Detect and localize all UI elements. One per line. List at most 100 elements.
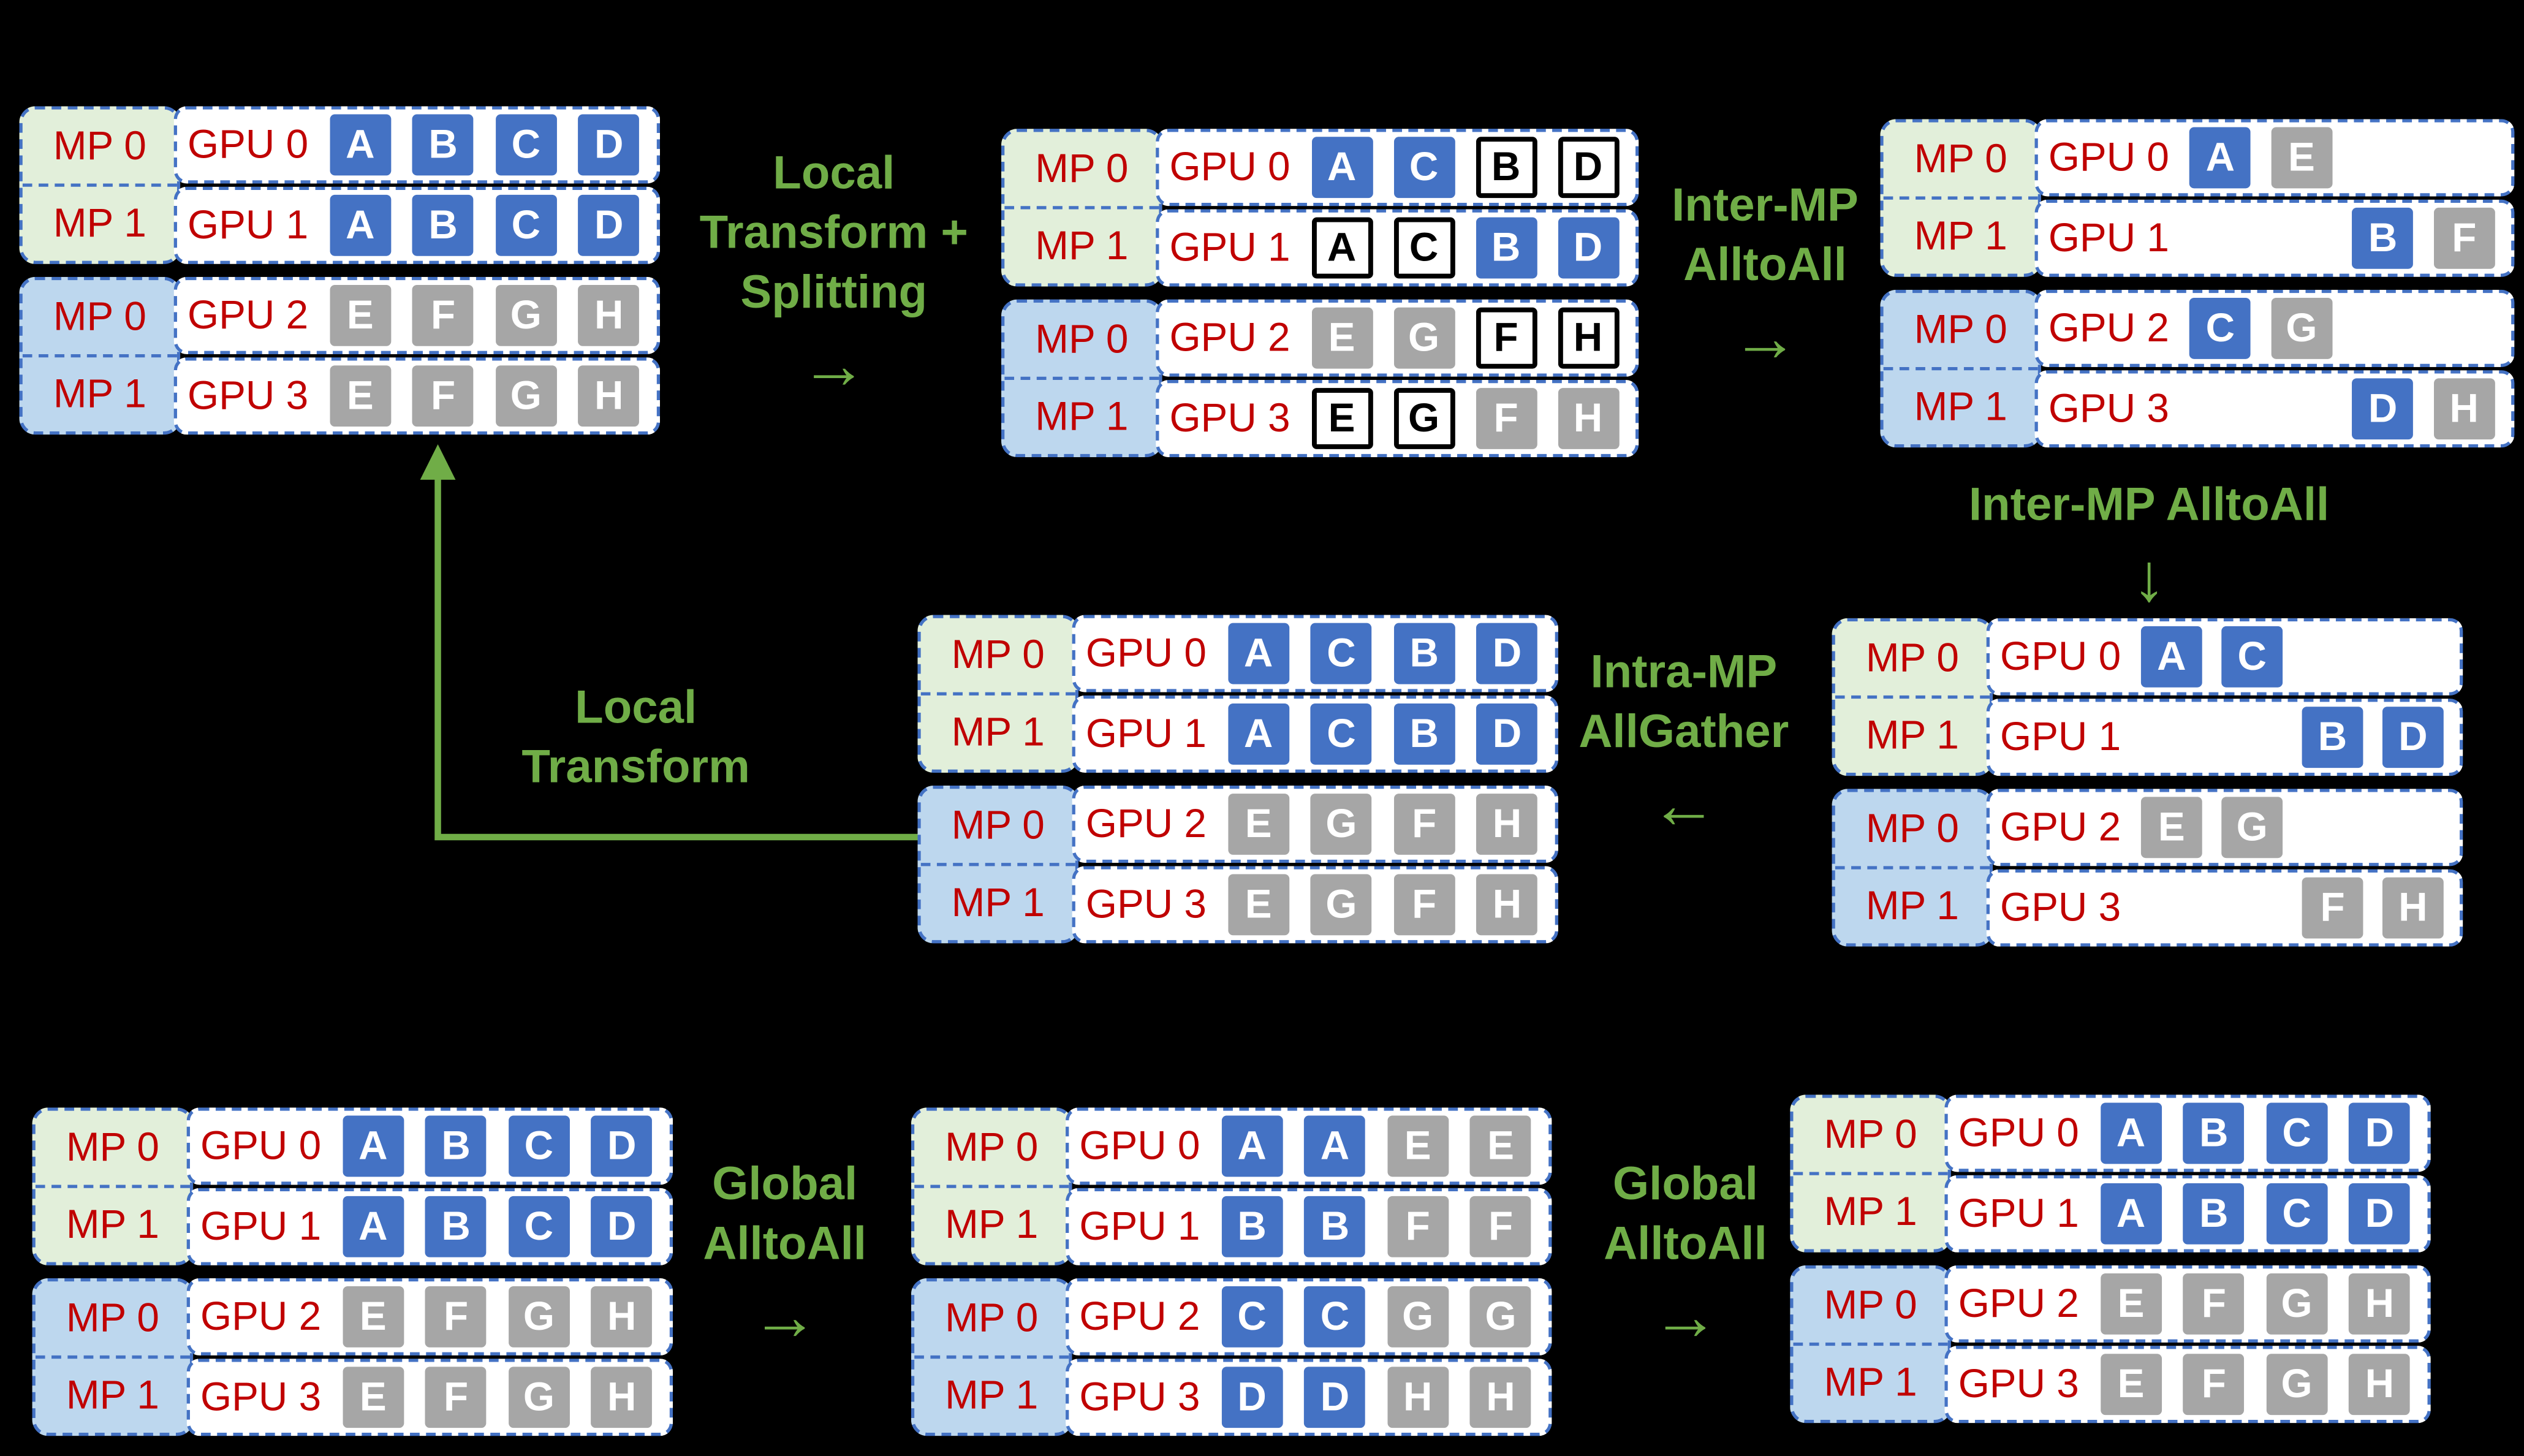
cell-slot: D — [1466, 623, 1548, 684]
data-cell-e: E — [329, 284, 391, 346]
mp-label: MP 1 — [951, 709, 1045, 754]
gpu-label: GPU 1 — [1079, 1203, 1200, 1249]
cell-slot: G — [485, 365, 567, 427]
mp-label: MP 1 — [66, 1202, 159, 1247]
cell-slot: H — [2338, 1354, 2421, 1416]
cell-slot: F — [414, 1286, 497, 1348]
data-cell-b: B — [1475, 217, 1537, 279]
cell-slot: D — [1466, 703, 1548, 765]
inter-mp-alltoall-down-arrow-icon: ↓ — [2132, 539, 2166, 615]
mp-label: MP 1 — [1914, 384, 2007, 430]
gpu-label: GPU 3 — [2000, 884, 2121, 930]
data-cell-g: G — [1393, 388, 1455, 449]
cell-slot: C — [2211, 626, 2292, 688]
cell-slot: E — [319, 365, 401, 427]
cell-slot: B — [2342, 207, 2424, 269]
cell-slot: E — [1217, 794, 1300, 855]
data-cell-g: G — [1387, 1286, 1449, 1348]
cell-slot: C — [1300, 703, 1382, 765]
op-label-text: Splitting — [740, 267, 928, 319]
cell-slot: E — [1217, 874, 1300, 936]
cell-slot: A — [319, 114, 401, 176]
cell-slot: B — [414, 1115, 497, 1177]
data-cell-g: G — [508, 1286, 570, 1348]
cell-slot: F — [2424, 207, 2505, 269]
mp-label: MP 0 — [22, 110, 177, 187]
gpu-label: GPU 2 — [1085, 800, 1207, 846]
cell-slot: B — [401, 194, 484, 256]
op-label-text: Transform — [521, 742, 750, 794]
data-cell-g: G — [1311, 794, 1372, 855]
cell-slot: B — [1465, 137, 1547, 199]
gpu-label: GPU 2 — [2048, 305, 2169, 351]
data-cell-b: B — [2183, 1183, 2245, 1245]
gpu-label: GPU 1 — [2048, 214, 2169, 260]
cell-slot: C — [1211, 1286, 1294, 1348]
gpu-label: GPU 3 — [188, 373, 309, 418]
mp-label: MP 0 — [1883, 293, 2038, 371]
gpu-label: GPU 0 — [2048, 134, 2169, 180]
cell-slot: E — [332, 1286, 414, 1348]
cell-slot: B — [2292, 707, 2373, 768]
data-cell-f: F — [1475, 388, 1537, 449]
op-label-text: Intra-MP — [1590, 647, 1778, 699]
cell-slot: C — [1383, 137, 1465, 199]
mp-label: MP 0 — [22, 280, 177, 358]
data-cell-h: H — [1476, 874, 1538, 936]
cell-slot: A — [1301, 137, 1383, 199]
cell-slot: C — [498, 1115, 580, 1177]
mp-label: MP 1 — [1824, 1189, 1917, 1234]
cell-slot: A — [1211, 1115, 1294, 1177]
cell-slot: B — [1211, 1196, 1294, 1257]
data-cell-a: A — [1304, 1115, 1366, 1177]
data-cell-h: H — [2382, 877, 2444, 939]
data-cell-b: B — [425, 1115, 487, 1177]
data-cell-a: A — [1227, 703, 1289, 765]
mp-label: MP 1 — [53, 200, 146, 246]
op-label-text: AlltoAll — [1683, 240, 1847, 292]
cell-slot: E — [319, 284, 401, 346]
data-cell-h: H — [1557, 388, 1619, 449]
cell-slot: E — [1459, 1115, 1542, 1177]
cell-slot: H — [2338, 1273, 2421, 1335]
data-cell-f: F — [2183, 1354, 2245, 1416]
cell-slot: E — [1301, 307, 1383, 369]
cell-slot: A — [1294, 1115, 1376, 1177]
data-cell-d: D — [1557, 217, 1619, 279]
gpu-label: GPU 1 — [1958, 1190, 2079, 1236]
cell-slot: G — [498, 1367, 580, 1428]
mp-label: MP 1 — [951, 879, 1045, 925]
cell-slot: B — [414, 1196, 497, 1257]
cell-slot: H — [580, 1367, 663, 1428]
data-cell-c: C — [508, 1115, 570, 1177]
data-cell-h: H — [1470, 1367, 1531, 1428]
data-cell-h: H — [578, 284, 640, 346]
op-label-text: Local — [773, 148, 895, 200]
data-cell-b: B — [2183, 1102, 2245, 1164]
data-cell-c: C — [495, 194, 557, 256]
